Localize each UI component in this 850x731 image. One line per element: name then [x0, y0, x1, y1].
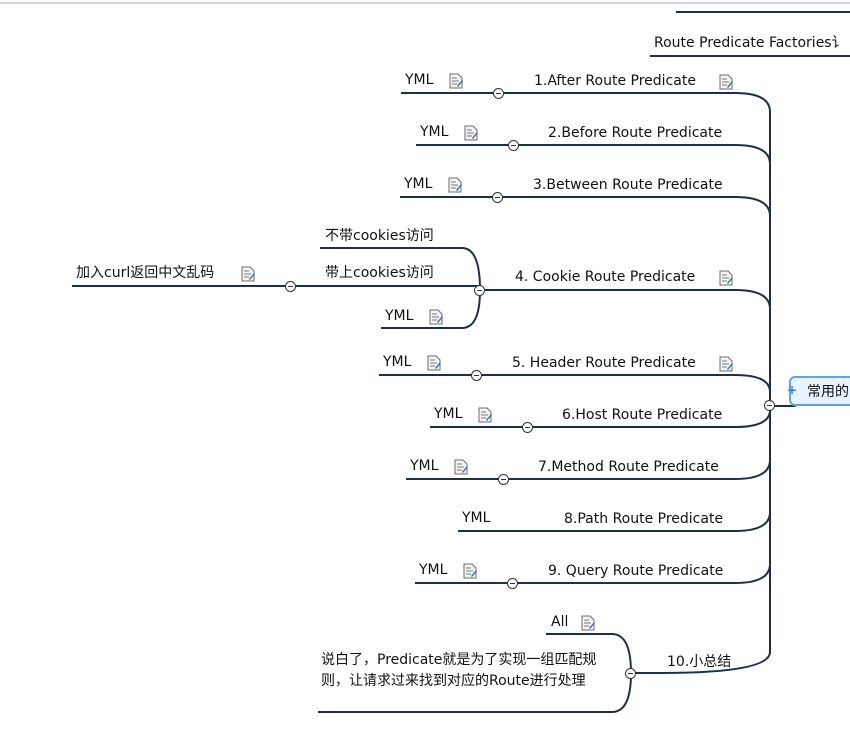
- curl-note-label[interactable]: 加入curl返回中文乱码: [76, 265, 215, 281]
- note-icon[interactable]: [478, 407, 492, 423]
- central-node-label: 常用的: [807, 384, 849, 400]
- note-icon[interactable]: [427, 355, 441, 371]
- edge-summary-note: [611, 672, 632, 713]
- summary-note-text[interactable]: 说白了，Predicate就是为了实现一组匹配规则，让请求过来找到对应的Rout…: [321, 652, 597, 689]
- note-icon[interactable]: [449, 73, 463, 89]
- edge-p9: [734, 563, 771, 584]
- collapse-toggle-icon[interactable]: [492, 192, 503, 203]
- summary-all-label[interactable]: All: [551, 614, 569, 630]
- collapse-toggle-icon[interactable]: [764, 400, 775, 411]
- cookie-without-label[interactable]: 不带cookies访问: [325, 228, 434, 244]
- yml-label-7[interactable]: YML: [410, 458, 439, 474]
- collapse-toggle-icon[interactable]: [625, 668, 636, 679]
- yml-label-9[interactable]: YML: [419, 562, 448, 578]
- predicate-label-10[interactable]: 10.小总结: [667, 654, 732, 670]
- yml-label-4[interactable]: YML: [385, 308, 414, 324]
- expand-plus-icon[interactable]: +: [787, 383, 798, 397]
- predicate-label-8[interactable]: 8.Path Route Predicate: [564, 511, 724, 527]
- note-icon[interactable]: [429, 309, 443, 325]
- edge-p7: [734, 459, 771, 480]
- collapse-toggle-icon[interactable]: [507, 578, 518, 589]
- collapse-toggle-icon[interactable]: [522, 422, 533, 433]
- predicate-label-2[interactable]: 2.Before Route Predicate: [548, 125, 723, 141]
- collapse-toggle-icon[interactable]: [498, 474, 509, 485]
- note-icon[interactable]: [581, 615, 595, 631]
- yml-label-6[interactable]: YML: [434, 406, 463, 422]
- yml-label-2[interactable]: YML: [420, 124, 449, 140]
- predicate-label-3[interactable]: 3.Between Route Predicate: [533, 177, 723, 193]
- yml-label-1[interactable]: YML: [405, 72, 434, 88]
- predicate-label-7[interactable]: 7.Method Route Predicate: [538, 459, 719, 475]
- predicate-label-5[interactable]: 5. Header Route Predicate: [512, 355, 696, 371]
- edge-p8: [734, 511, 771, 532]
- predicate-label-4[interactable]: 4. Cookie Route Predicate: [515, 269, 696, 285]
- collapse-toggle-icon[interactable]: [285, 281, 296, 292]
- predicate-label-9[interactable]: 9. Query Route Predicate: [548, 563, 724, 579]
- yml-label-8[interactable]: YML: [462, 510, 491, 526]
- note-icon[interactable]: [719, 74, 733, 90]
- collapse-toggle-icon[interactable]: [474, 285, 485, 296]
- collapse-toggle-icon[interactable]: [471, 370, 482, 381]
- header-node-label[interactable]: Route Predicate Factories讠: [654, 35, 846, 51]
- central-node[interactable]: 常用的: [789, 376, 850, 406]
- note-icon[interactable]: [448, 177, 462, 193]
- edge-p1: [734, 92, 771, 113]
- edge-cookie-without: [461, 247, 481, 291]
- edge-p5: [734, 374, 771, 393]
- predicate-label-1[interactable]: 1.After Route Predicate: [534, 73, 696, 89]
- edge-summary-all: [611, 633, 632, 674]
- note-icon[interactable]: [719, 270, 733, 286]
- edge-p10: [661, 651, 771, 674]
- note-icon[interactable]: [463, 563, 477, 579]
- cookie-with-label[interactable]: 带上cookies访问: [325, 265, 434, 281]
- collapse-toggle-icon[interactable]: [508, 140, 519, 151]
- note-icon[interactable]: [719, 356, 733, 372]
- note-icon[interactable]: [241, 266, 255, 282]
- edge-p2: [734, 144, 771, 165]
- yml-label-5[interactable]: YML: [383, 354, 412, 370]
- predicate-label-6[interactable]: 6.Host Route Predicate: [562, 407, 723, 423]
- collapse-toggle-icon[interactable]: [493, 88, 504, 99]
- edge-p4: [734, 289, 771, 310]
- edge-p3: [734, 196, 771, 217]
- note-icon[interactable]: [454, 459, 468, 475]
- note-icon[interactable]: [464, 125, 478, 141]
- yml-label-3[interactable]: YML: [404, 176, 433, 192]
- edge-p6: [734, 409, 771, 428]
